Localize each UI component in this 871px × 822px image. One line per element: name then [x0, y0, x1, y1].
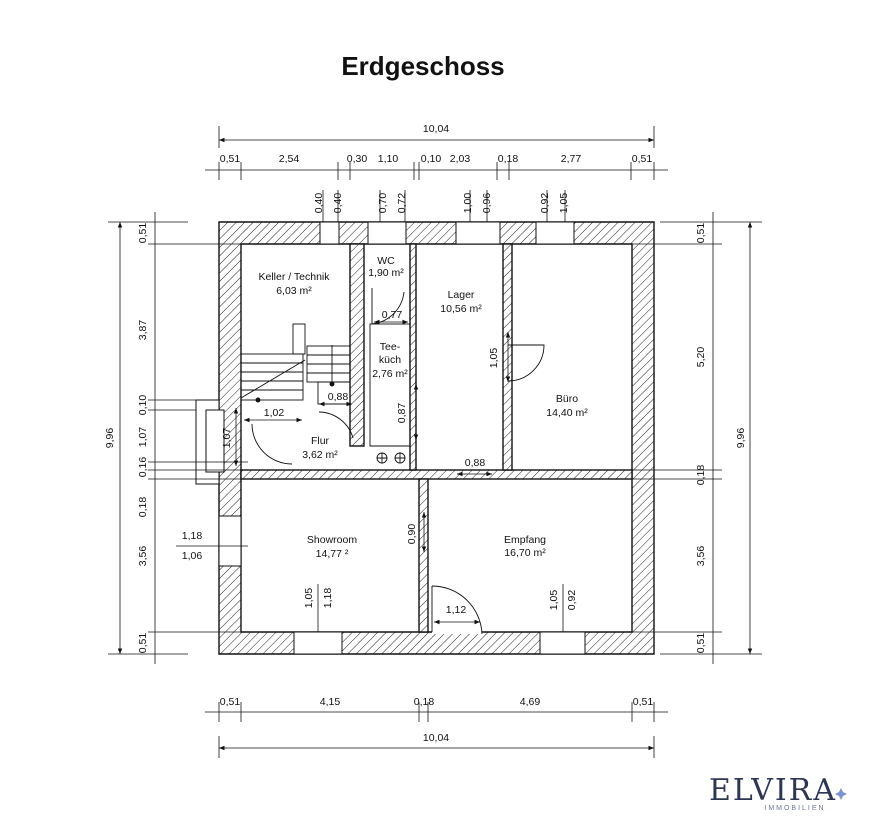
dim-left-seg-4: 1,07 [137, 427, 149, 448]
sparkle-icon [835, 788, 847, 800]
dim-buero-door: 1,05 [488, 348, 500, 369]
stairs [240, 323, 411, 464]
dim-top-total: 10,04 [423, 123, 449, 135]
dim-side-win-a: 1,18 [182, 530, 203, 542]
dim-lager-door: 0,88 [465, 457, 486, 469]
dim-top-win-5: 1,00 [462, 193, 474, 214]
dim-top-seg-1: 0,51 [220, 153, 241, 165]
dim-empfang-win-a: 1,05 [548, 590, 560, 611]
dim-showroom-door: 0,90 [406, 524, 418, 545]
dim-stair-b: 0,88 [328, 391, 349, 403]
doors [251, 288, 545, 635]
dim-top-seg-7: 0,18 [498, 153, 519, 165]
dim-flur-left: 1,07 [221, 428, 233, 449]
dim-top-win-7: 0,92 [539, 193, 551, 214]
dim-top-seg-4: 1,10 [378, 153, 399, 165]
dim-top-seg-5: 0,10 [421, 153, 442, 165]
dim-right-seg-1: 0,51 [695, 223, 707, 244]
right-dimensions: 9,96 0,51 5,20 0,18 3,56 0,51 [626, 212, 762, 664]
dim-side-win-b: 1,06 [182, 550, 203, 562]
dim-top-seg-8: 2,77 [561, 153, 582, 165]
room-empfang-name: Empfang [504, 534, 546, 546]
dim-left-total: 9,96 [104, 428, 116, 449]
room-wc-area: 1,90 m² [368, 267, 404, 279]
bottom-dimensions: 0,51 4,15 0,18 4,69 0,51 10,04 [205, 696, 668, 758]
dim-kueche: 0,87 [396, 403, 408, 424]
interior-dimensions: 0,77 1,02 0,88 1,07 0,87 1,05 0,88 0,90 … [176, 309, 578, 632]
dim-top-win-2: 0,40 [332, 193, 344, 214]
left-dimensions: 9,96 0,51 3,87 0,10 1,07 0,16 0,18 3,56 … [104, 212, 248, 664]
room-flur-area: 3,62 m² [302, 449, 338, 461]
room-showroom-name: Showroom [307, 534, 357, 546]
room-flur-name: Flur [311, 435, 330, 447]
dim-top-win-4: 0,72 [396, 193, 408, 214]
dim-left-seg-6: 0,18 [137, 497, 149, 518]
room-lager-name: Lager [448, 289, 475, 301]
dim-top-win-6: 0,96 [481, 193, 493, 214]
dim-top-seg-2: 2,54 [279, 153, 300, 165]
dim-right-seg-5: 0,51 [695, 633, 707, 654]
dim-top-seg-3: 0,30 [347, 153, 368, 165]
dim-empfang-win-b: 0,92 [566, 590, 578, 611]
dim-top-seg-9: 0,51 [632, 153, 653, 165]
page-title: Erdgeschoss [341, 51, 504, 81]
room-labels: Keller / Technik 6,03 m² WC 1,90 m² Lage… [258, 255, 588, 560]
dim-left-seg-5: 0,16 [137, 457, 149, 478]
dim-bottom-total: 10,04 [423, 732, 449, 744]
logo-sub: IMMOBILIEN [764, 805, 825, 812]
top-dimensions: 10,04 0,51 2,54 0,30 1,10 0,10 2,03 0,18… [205, 123, 668, 222]
room-keller-name: Keller / Technik [258, 271, 330, 283]
dim-showroom-win-a: 1,05 [303, 588, 315, 609]
windows [195, 221, 586, 655]
dim-bottom-seg-4: 4,69 [520, 696, 541, 708]
dim-right-seg-3: 0,18 [695, 465, 707, 486]
dim-left-seg-7: 3,56 [137, 546, 149, 567]
dim-left-seg-3: 0,10 [137, 395, 149, 416]
dim-stair-a: 1,02 [264, 407, 285, 419]
room-wc-name: WC [377, 255, 395, 267]
dim-left-seg-2: 3,87 [137, 320, 149, 341]
room-buero-area: 14,40 m² [546, 407, 588, 419]
dim-showroom-win-b: 1,18 [322, 588, 334, 609]
room-showroom-area: 14,77 ² [316, 548, 349, 560]
dim-right-seg-2: 5,20 [695, 347, 707, 368]
brand-logo: ELVIRA IMMOBILIEN [709, 773, 847, 812]
room-teekueche-name-2: küch [379, 354, 401, 366]
dim-bottom-seg-1: 0,51 [220, 696, 241, 708]
dim-top-win-1: 0,40 [313, 193, 325, 214]
dim-left-seg-8: 0,51 [137, 633, 149, 654]
dim-bottom-seg-5: 0,51 [633, 696, 654, 708]
room-lager-area: 10,56 m² [440, 303, 482, 315]
dim-left-seg-1: 0,51 [137, 223, 149, 244]
dim-top-win-8: 1,05 [558, 193, 570, 214]
room-empfang-area: 16,70 m² [504, 547, 546, 559]
dim-empfang-door: 1,12 [446, 604, 467, 616]
room-teekueche-area: 2,76 m² [372, 368, 408, 380]
room-teekueche-name-1: Tee- [380, 341, 401, 353]
dim-bottom-seg-2: 4,15 [320, 696, 341, 708]
dim-top-seg-6: 2,03 [450, 153, 471, 165]
room-keller-area: 6,03 m² [276, 285, 312, 297]
logo-name: ELVIRA [709, 773, 837, 808]
dim-bottom-seg-3: 0,18 [414, 696, 435, 708]
dim-right-seg-4: 3,56 [695, 546, 707, 567]
room-buero-name: Büro [556, 393, 578, 405]
dim-right-total: 9,96 [735, 428, 747, 449]
dim-wc-door: 0,77 [382, 309, 403, 321]
dim-top-win-3: 0,70 [377, 193, 389, 214]
